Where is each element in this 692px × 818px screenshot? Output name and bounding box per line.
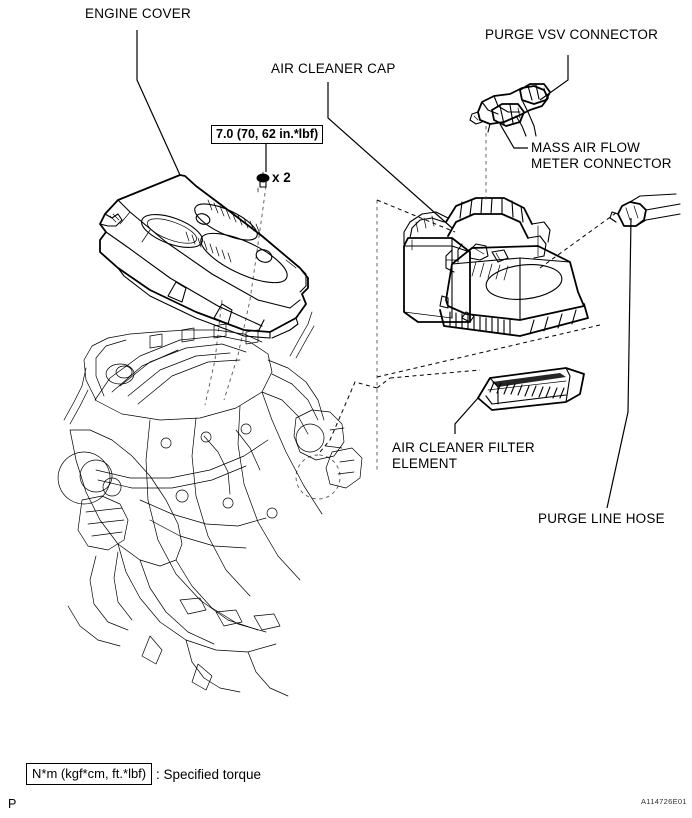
torque-legend-description: : Specified torque bbox=[156, 767, 262, 782]
connectors-illustration bbox=[469, 83, 551, 200]
air-cleaner-cap-illustration bbox=[403, 197, 589, 337]
engine-illustration bbox=[57, 311, 363, 697]
engine-cover-illustration bbox=[99, 174, 309, 339]
bolt-icon bbox=[256, 171, 270, 193]
torque-units-legend-box: N*m (kgf*cm, ft.*lbf) bbox=[26, 763, 153, 785]
leader-purge-line-hose bbox=[606, 217, 632, 509]
callout-mass-air-flow-meter-connector: MASS AIR FLOW METER CONNECTOR bbox=[531, 140, 672, 171]
bolt-quantity-label: x 2 bbox=[272, 170, 291, 185]
figure-code: A114726E01 bbox=[641, 797, 687, 806]
callout-air-cleaner-cap: AIR CLEANER CAP bbox=[271, 61, 396, 76]
torque-spec-box: 7.0 (70, 62 in.*lbf) bbox=[211, 125, 324, 144]
assembly-dashed-lines bbox=[204, 185, 621, 500]
callout-purge-vsv-connector: PURGE VSV CONNECTOR bbox=[485, 27, 659, 42]
leader-air-cleaner-cap bbox=[327, 82, 453, 229]
purge-line-hose-illustration bbox=[609, 193, 681, 227]
air-cleaner-filter-element-illustration bbox=[477, 367, 585, 411]
callout-purge-line-hose: PURGE LINE HOSE bbox=[538, 511, 665, 526]
leader-engine-cover bbox=[136, 30, 181, 176]
leader-purge-vsv-connector bbox=[539, 55, 569, 101]
leader-air-cleaner-filter-element bbox=[454, 397, 479, 434]
callout-air-cleaner-filter-element: AIR CLEANER FILTER ELEMENT bbox=[392, 440, 535, 471]
callout-engine-cover: ENGINE COVER bbox=[85, 6, 191, 21]
page-mark: P bbox=[8, 797, 17, 811]
leader-mass-air-flow-connector bbox=[499, 123, 528, 149]
